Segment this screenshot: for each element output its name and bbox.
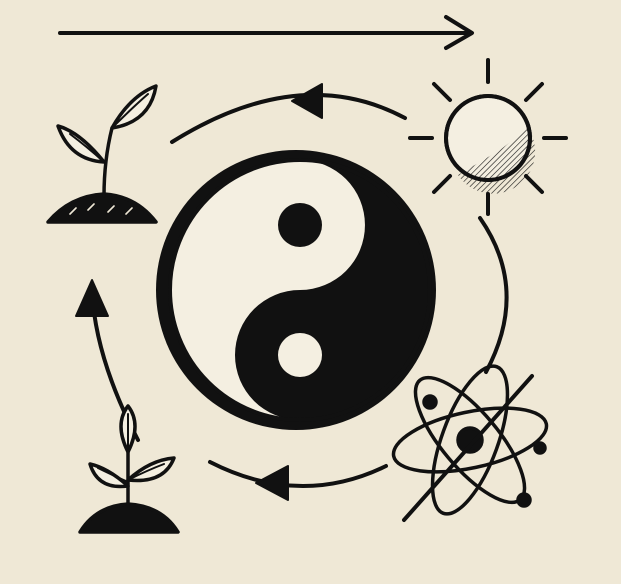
cycle-arrowheads	[75, 83, 323, 501]
arrowhead-top	[291, 83, 323, 119]
arrowhead-left	[75, 279, 109, 317]
arc-bottom	[208, 460, 388, 488]
atom-icon	[391, 364, 549, 522]
atom-strike-line	[402, 374, 534, 522]
sprout-icon	[78, 404, 180, 534]
arrowhead-bottom	[255, 465, 289, 501]
sprout-icon	[46, 84, 158, 224]
top-arrow	[58, 15, 474, 50]
yin-yang-icon	[156, 150, 436, 430]
sun-icon	[408, 58, 568, 216]
arc-right	[478, 216, 509, 374]
arc-top	[170, 92, 407, 144]
